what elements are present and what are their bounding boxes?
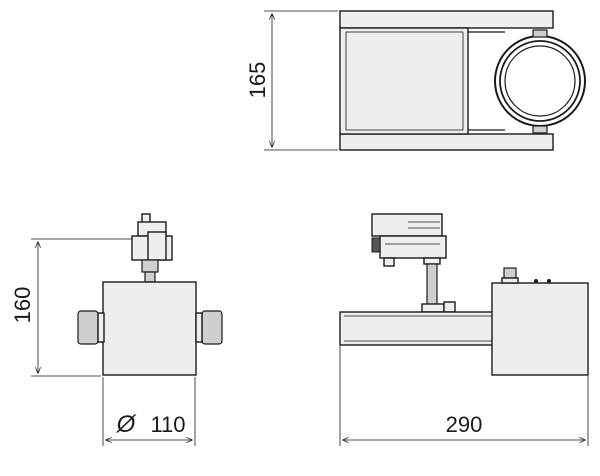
top-view-ring-mid	[499, 40, 581, 122]
front-view: 160 Ø 110	[10, 213, 223, 446]
side-screw	[443, 301, 456, 313]
side-head	[491, 282, 589, 376]
side-head-cap-base	[501, 277, 519, 284]
front-knob-left	[77, 310, 99, 345]
top-view-body	[339, 27, 469, 135]
top-view-ring-outer	[494, 35, 586, 127]
dim-label-165: 165	[245, 62, 270, 99]
top-view-lug-top	[532, 29, 548, 38]
dim-diameter-symbol: Ø	[116, 411, 137, 438]
front-adapter-side	[147, 231, 167, 261]
front-knob-right-cap	[195, 312, 203, 343]
side-adapter-upper	[371, 213, 443, 237]
side-stem-top	[423, 257, 441, 265]
dim-label-160: 160	[10, 287, 35, 324]
front-knob-right	[201, 310, 223, 345]
front-knob-left-cap	[97, 312, 105, 343]
side-head-dot-2	[547, 279, 551, 283]
side-stem-base	[421, 303, 445, 313]
side-adapter-pin	[371, 237, 381, 253]
front-adapter-collar	[141, 259, 159, 273]
top-view-ring-inner	[504, 45, 576, 117]
dim-label-290: 290	[446, 412, 483, 437]
side-adapter-foot	[383, 257, 395, 267]
side-adapter-lower	[379, 235, 447, 259]
side-view: 290	[339, 213, 589, 446]
top-view-upper-rail	[339, 10, 554, 29]
top-view-lower-rail	[339, 133, 554, 151]
top-view-body-inner	[345, 31, 464, 131]
side-stem	[426, 263, 438, 307]
top-view: 165	[245, 10, 586, 151]
top-view-lug-bottom	[532, 125, 548, 134]
side-head-cap	[503, 267, 517, 279]
side-head-dot-1	[534, 279, 538, 283]
front-body	[102, 281, 197, 376]
dim-label-110: 110	[150, 412, 185, 437]
front-adapter-stem	[144, 271, 156, 283]
